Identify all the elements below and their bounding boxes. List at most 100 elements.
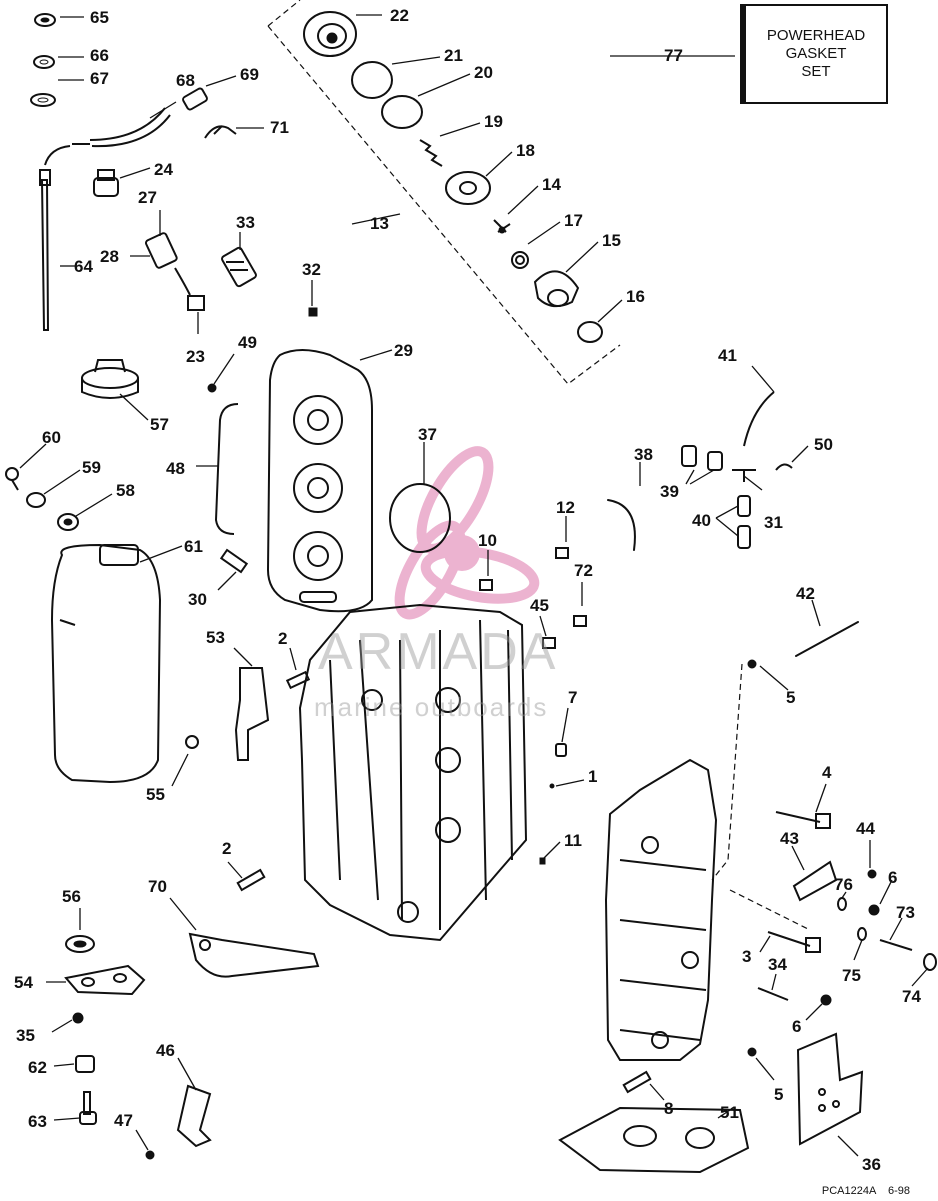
part-5-bolt-upper	[747, 659, 757, 669]
callout-labels: 65 66 67 22 21 20 19 18 14 17 15 16 13 7…	[14, 6, 921, 1174]
part-49-screw	[207, 383, 217, 393]
callout-45: 45	[530, 596, 549, 615]
callout-48: 48	[166, 459, 185, 478]
leader-lines	[19, 14, 929, 1157]
callout-54: 54	[14, 973, 33, 992]
callout-63: 63	[28, 1112, 47, 1131]
callout-4: 4	[822, 763, 832, 782]
callout-15: 15	[602, 231, 621, 250]
callout-32: 32	[302, 260, 321, 279]
part-3-bolt	[767, 931, 821, 953]
part-5-bolt-lower	[747, 1047, 757, 1057]
figure-code: PCA1224A 6-98	[822, 1185, 910, 1197]
part-14-valve	[493, 219, 511, 234]
callout-73: 73	[896, 903, 915, 922]
callout-55: 55	[146, 785, 165, 804]
callout-61: 61	[184, 537, 203, 556]
part-15-thermostat	[533, 270, 580, 308]
callout-12: 12	[556, 498, 575, 517]
part-45-fitting	[542, 637, 556, 649]
part-21-o-ring	[351, 61, 393, 99]
part-24-plug	[93, 169, 119, 197]
powerhead-gasket-set-box: POWERHEAD GASKET SET	[740, 4, 888, 104]
part-51-gasket	[558, 1106, 750, 1174]
watermark-propeller-logo	[394, 446, 540, 620]
callout-10: 10	[478, 531, 497, 550]
part-19-spring	[419, 139, 443, 167]
part-6-screw-upper	[868, 904, 880, 916]
part-35-screw	[72, 1012, 84, 1024]
callout-23: 23	[186, 347, 205, 366]
callout-24: 24	[154, 160, 173, 179]
callout-28: 28	[100, 247, 119, 266]
part-44-screw	[867, 869, 877, 879]
callout-57: 57	[150, 415, 169, 434]
callout-77: 77	[664, 46, 683, 65]
callout-43: 43	[780, 829, 799, 848]
callout-11: 11	[564, 831, 582, 850]
part-48-bypass-tube	[214, 403, 239, 535]
part-20-gasket	[381, 95, 423, 129]
kit-line-3: SET	[801, 63, 831, 80]
cylinder-block	[298, 603, 528, 942]
part-59-washer	[26, 492, 46, 508]
part-4-bolt	[775, 811, 831, 829]
callout-70: 70	[148, 877, 167, 896]
callout-2-lower: 2	[222, 839, 231, 858]
part-46-clip	[176, 1084, 212, 1148]
part-6-screw-lower	[820, 994, 832, 1006]
intake-manifold	[604, 758, 718, 1061]
callout-56: 56	[62, 887, 81, 906]
watermark-brand: ARMADA	[318, 623, 559, 681]
callout-60: 60	[42, 428, 61, 447]
callout-8: 8	[664, 1099, 673, 1118]
callout-13: 13	[370, 214, 389, 233]
callout-62: 62	[28, 1058, 47, 1077]
part-62-nut	[75, 1055, 95, 1073]
part-22-thermostat-cover	[303, 11, 357, 57]
callout-1: 1	[588, 767, 597, 786]
callout-34: 34	[768, 955, 787, 974]
callout-40: 40	[692, 511, 711, 530]
callout-69: 69	[240, 65, 259, 84]
figure-code-date: 6-98	[887, 1185, 910, 1197]
callout-36: 36	[862, 1155, 881, 1174]
part-75-washer	[857, 927, 867, 941]
callout-41: 41	[718, 346, 737, 365]
part-37-o-ring	[389, 483, 451, 553]
callout-66: 66	[90, 46, 109, 65]
part-2-dowel-lower	[236, 868, 266, 892]
callout-37: 37	[418, 425, 437, 444]
part-63-fitting	[79, 1091, 97, 1125]
part-57-filler-cap	[81, 359, 139, 399]
part-61-oil-reservoir	[50, 543, 162, 784]
figure-code-id: PCA1224A	[821, 1185, 876, 1197]
part-2-dowel-upper	[285, 670, 311, 690]
part-7-pin	[555, 743, 567, 757]
callout-22: 22	[390, 6, 409, 25]
part-65-nut	[34, 13, 56, 27]
part-29-cylinder-head	[266, 349, 373, 613]
part-58-grommet	[57, 513, 79, 531]
callout-50: 50	[814, 435, 833, 454]
part-39-connectors	[681, 445, 723, 471]
part-18-diaphragm	[445, 171, 491, 205]
part-32-screw	[308, 307, 318, 317]
part-8-dowel	[622, 1070, 652, 1094]
callout-68: 68	[176, 71, 195, 90]
part-67-washer	[30, 93, 56, 107]
part-16-seal	[577, 321, 603, 343]
part-55-screw	[185, 735, 199, 749]
part-50-clamp	[775, 463, 793, 471]
callout-46: 46	[156, 1041, 175, 1060]
part-64-sensor-rod	[39, 145, 71, 331]
part-76-washer	[837, 897, 847, 911]
callout-58: 58	[116, 481, 135, 500]
callout-35: 35	[16, 1026, 35, 1045]
part-66-washer	[33, 55, 55, 69]
callout-51: 51	[720, 1103, 739, 1122]
callout-5-lower: 5	[774, 1085, 783, 1104]
callout-75: 75	[842, 966, 861, 985]
callout-59: 59	[82, 458, 101, 477]
callout-3: 3	[742, 947, 751, 966]
